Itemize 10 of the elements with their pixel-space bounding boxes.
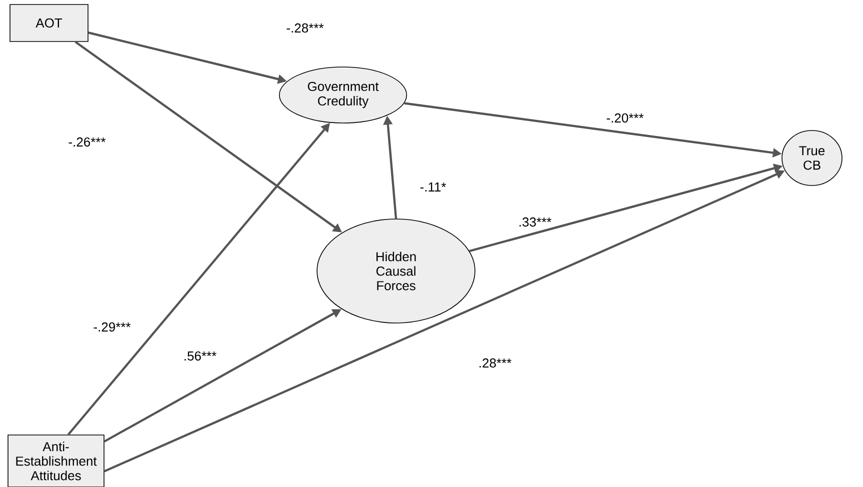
- path-coefficient: .33***: [520, 217, 552, 227]
- path-coefficient: -.28***: [286, 23, 324, 33]
- path-coefficient: -.29***: [94, 322, 131, 332]
- variable-box: AOT: [10, 4, 88, 42]
- path-coefficient: -.26***: [68, 137, 106, 147]
- variable-box: Anti-Establishment Attitudes: [8, 434, 104, 487]
- path-coefficient: .56***: [184, 351, 216, 361]
- path-coefficient: -.11*: [420, 182, 446, 192]
- path-coefficient: .28***: [480, 358, 512, 368]
- path-coefficient: -.20***: [606, 113, 644, 123]
